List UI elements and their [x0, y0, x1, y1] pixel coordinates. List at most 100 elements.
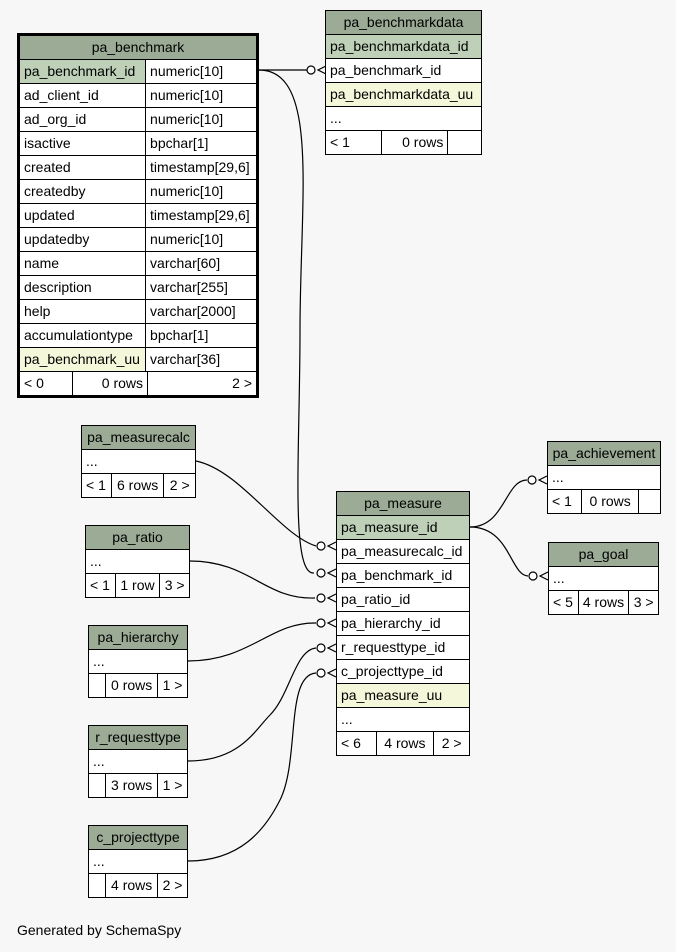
column-name[interactable]: created: [17, 155, 147, 180]
children-count[interactable]: [447, 130, 482, 155]
rows-count: 0 rows: [105, 673, 159, 698]
table-c-projecttype[interactable]: c_projecttype ... 4 rows 2 >: [87, 825, 188, 898]
column-name[interactable]: pa_measure_uu: [336, 683, 470, 708]
column-name[interactable]: isactive: [17, 131, 147, 156]
column-name[interactable]: pa_benchmark_id: [325, 58, 482, 83]
rows-count: 0 rows: [580, 489, 640, 514]
more-columns: ...: [548, 566, 659, 591]
table-pa-achievement[interactable]: pa_achievement ... < 1 0 rows: [547, 441, 661, 514]
rows-count: 4 rows: [105, 873, 159, 898]
rows-count: 0 rows: [380, 130, 449, 155]
column-name[interactable]: pa_benchmarkdata_uu: [325, 82, 482, 107]
column-name[interactable]: pa_benchmark_id: [17, 59, 147, 84]
children-count[interactable]: 2 >: [433, 731, 470, 756]
children-count[interactable]: 2 >: [157, 873, 188, 898]
more-columns: ...: [85, 549, 190, 574]
zero-marker-ratio: [316, 593, 326, 603]
column-name[interactable]: ad_org_id: [17, 107, 147, 132]
table-title[interactable]: r_requesttype: [88, 725, 188, 750]
column-type: varchar[36]: [145, 347, 258, 372]
column-name[interactable]: accumulationtype: [17, 323, 147, 348]
children-count[interactable]: 1 >: [157, 673, 188, 698]
column-type: timestamp[29,6]: [145, 155, 258, 180]
column-name[interactable]: c_projecttype_id: [336, 659, 470, 684]
more-columns: ...: [547, 465, 661, 490]
table-title[interactable]: c_projecttype: [88, 825, 188, 850]
table-r-requesttype[interactable]: r_requesttype ... 3 rows 1 >: [87, 725, 188, 798]
zero-marker-requesttype: [316, 643, 326, 653]
column-type: varchar[255]: [145, 275, 258, 300]
more-columns: ...: [88, 749, 188, 774]
parents-count[interactable]: [87, 673, 107, 698]
crowfoot-projecttype: [326, 668, 337, 678]
children-count[interactable]: 1 >: [157, 773, 188, 798]
parents-count[interactable]: < 1: [547, 489, 582, 514]
table-title[interactable]: pa_measure: [336, 491, 470, 516]
column-name[interactable]: help: [17, 299, 147, 324]
table-title[interactable]: pa_achievement: [547, 441, 661, 466]
edge-measure-measurecalc: [195, 460, 317, 547]
table-pa-ratio[interactable]: pa_ratio ... < 1 1 row 3 >: [85, 525, 190, 598]
column-name[interactable]: pa_benchmarkdata_id: [325, 34, 482, 59]
column-name[interactable]: name: [17, 251, 147, 276]
table-title[interactable]: pa_benchmark: [18, 34, 258, 60]
zero-marker-goal: [528, 571, 538, 581]
children-count[interactable]: 3 >: [628, 590, 659, 615]
edge-achievement-measure: [469, 479, 528, 528]
table-title[interactable]: pa_ratio: [85, 525, 190, 550]
parents-count[interactable]: < 1: [81, 473, 112, 498]
rows-count: 0 rows: [73, 372, 148, 395]
table-pa-hierarchy[interactable]: pa_hierarchy ... 0 rows 1 >: [87, 625, 188, 698]
edge-measure-projecttype: [187, 672, 317, 862]
column-type: bpchar[1]: [145, 131, 258, 156]
children-count[interactable]: 2 >: [163, 473, 196, 498]
column-name[interactable]: ad_client_id: [17, 83, 147, 108]
rows-count: 4 rows: [577, 590, 630, 615]
more-columns: ...: [88, 649, 188, 674]
parents-count[interactable]: [87, 773, 107, 798]
children-count[interactable]: 3 >: [159, 573, 190, 598]
column-name[interactable]: pa_benchmark_id: [336, 563, 470, 588]
more-columns: ...: [88, 849, 188, 874]
parents-count[interactable]: < 1: [325, 130, 382, 155]
zero-marker-benchmarkdata: [306, 65, 316, 75]
column-name[interactable]: pa_measurecalc_id: [336, 539, 470, 564]
column-type: numeric[10]: [145, 227, 258, 252]
column-type: bpchar[1]: [145, 323, 258, 348]
parents-count[interactable]: < 5: [548, 590, 579, 615]
crowfoot-hierarchy: [326, 618, 337, 628]
column-name[interactable]: pa_benchmark_uu: [17, 347, 147, 372]
edge-measure-benchmark: [258, 69, 315, 574]
table-title[interactable]: pa_hierarchy: [88, 625, 188, 650]
edge-measure-requesttype: [187, 647, 317, 762]
table-pa-benchmarkdata[interactable]: pa_benchmarkdata pa_benchmarkdata_id pa_…: [325, 10, 482, 155]
table-title[interactable]: pa_benchmarkdata: [325, 10, 482, 35]
edge-goal-measure: [469, 526, 529, 577]
parents-count[interactable]: [87, 873, 107, 898]
column-name[interactable]: pa_ratio_id: [336, 587, 470, 612]
column-name[interactable]: pa_hierarchy_id: [336, 611, 470, 636]
column-name[interactable]: r_requesttype_id: [336, 635, 470, 660]
table-title[interactable]: pa_goal: [548, 542, 659, 567]
column-name[interactable]: updatedby: [17, 227, 147, 252]
parents-count[interactable]: < 1: [85, 573, 116, 598]
parents-count[interactable]: < 6: [336, 731, 377, 756]
column-type: varchar[60]: [145, 251, 258, 276]
column-type: timestamp[29,6]: [145, 203, 258, 228]
table-pa-measurecalc[interactable]: pa_measurecalc ... < 1 6 rows 2 >: [81, 425, 196, 498]
parents-count[interactable]: < 0: [20, 372, 73, 395]
crowfoot-goal: [538, 571, 549, 581]
column-name[interactable]: description: [17, 275, 147, 300]
crowfoot-measurecalc: [326, 541, 337, 551]
children-count[interactable]: [638, 489, 661, 514]
children-count[interactable]: 2 >: [232, 375, 252, 391]
crowfoot-requesttype: [326, 643, 337, 653]
zero-marker-hierarchy: [316, 618, 326, 628]
column-name[interactable]: updated: [17, 203, 147, 228]
column-name[interactable]: createdby: [17, 179, 147, 204]
table-pa-goal[interactable]: pa_goal ... < 5 4 rows 3 >: [548, 542, 659, 615]
table-pa-measure[interactable]: pa_measure pa_measure_id pa_measurecalc_…: [336, 491, 470, 756]
column-name[interactable]: pa_measure_id: [336, 515, 470, 540]
table-title[interactable]: pa_measurecalc: [81, 425, 196, 450]
